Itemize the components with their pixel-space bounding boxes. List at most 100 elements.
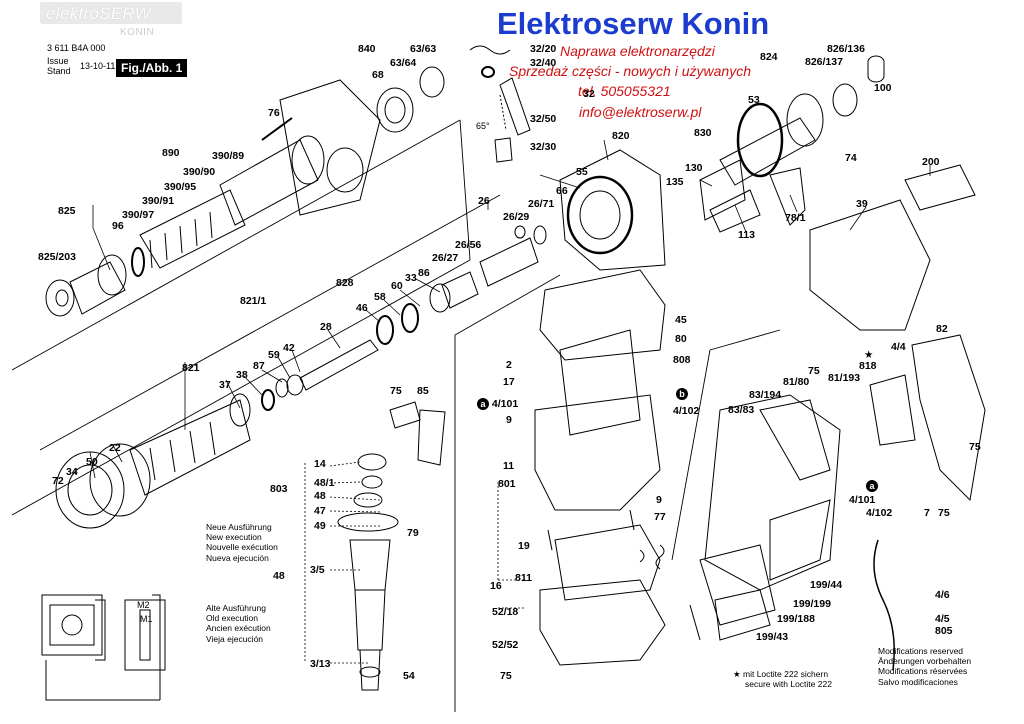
part-label: 130: [685, 162, 703, 174]
part-label: 390/91: [142, 195, 175, 207]
part-label: 826/137: [805, 56, 843, 68]
part-label: 54: [403, 670, 415, 682]
part-label: 830: [694, 127, 712, 139]
star-icon: ★: [733, 669, 741, 679]
part-label: 82: [936, 323, 948, 335]
part-label: 83/83: [728, 404, 755, 416]
part-label: 3/5: [310, 564, 325, 576]
part-label: 81/193: [828, 372, 861, 384]
part-label: 390/97: [122, 209, 155, 221]
callout-a-right: a: [866, 480, 878, 492]
part-label: 26/71: [528, 198, 555, 210]
gear-housing: [469, 45, 666, 271]
part-label: 17: [503, 376, 515, 388]
part-label: 828: [336, 277, 354, 289]
rear-handle: [689, 164, 986, 671]
part-label: 33: [405, 272, 417, 284]
part-label: 805: [935, 625, 953, 637]
part-label: 26: [478, 195, 490, 207]
part-label: 820: [612, 130, 630, 142]
part-label: 59: [268, 349, 280, 361]
part-label: 81/80: [783, 376, 810, 388]
part-label: 42: [283, 342, 295, 354]
part-label: 26/29: [503, 211, 530, 223]
legend-line: Old execution: [206, 613, 258, 624]
part-label: 390/95: [164, 181, 197, 193]
part-label: 818: [859, 360, 877, 372]
part-label: 46: [356, 302, 368, 314]
figure-label: Fig./Abb. 1: [116, 59, 188, 77]
part-label: 74: [845, 152, 857, 164]
part-label: 821: [182, 362, 200, 374]
legend-line: Nouvelle exécution: [206, 542, 278, 553]
part-label: 45: [675, 314, 687, 326]
part-label: 39: [856, 198, 868, 210]
part-label: 4/5: [935, 613, 950, 625]
angle-label: 65°: [476, 121, 490, 131]
legend-line: Alte Ausführung: [206, 603, 267, 613]
part-label: 77: [654, 511, 666, 523]
modifications-line: Modifications réservées: [878, 666, 968, 677]
overlay-line-3: tel. 505055321: [578, 83, 671, 99]
part-label: 48: [273, 570, 285, 582]
part-label: 34: [66, 466, 78, 478]
part-label: 199/188: [777, 613, 815, 625]
armature: [337, 401, 446, 691]
chuck-assembly: [45, 66, 445, 317]
legend-line: New execution: [206, 532, 262, 543]
part-label: 32: [583, 88, 595, 100]
part-label: 47: [314, 505, 326, 517]
part-label: 87: [253, 360, 265, 372]
part-label: 4/6: [935, 589, 950, 601]
part-label: 19: [518, 540, 530, 552]
part-label: 83/194: [749, 389, 782, 401]
part-label: 52/18: [492, 606, 519, 618]
schematic-label-m2: M2: [137, 600, 150, 610]
part-label: 4/101: [491, 398, 519, 410]
callout-b: b: [676, 388, 688, 400]
part-label: 38: [236, 369, 248, 381]
stand-label: Stand: [47, 66, 71, 76]
part-label: 113: [738, 229, 755, 241]
part-label: 14: [314, 458, 326, 470]
loctite-line: secure with Loctite 222: [745, 679, 832, 690]
watermark-logo: elektroSERW: [40, 2, 182, 24]
part-label: 7: [924, 507, 930, 519]
modifications-line: Salvo modificaciones: [878, 676, 958, 687]
legend-line: Vieja ejecución: [206, 633, 264, 644]
part-label: 96: [112, 220, 124, 232]
gear-rotor: [699, 55, 885, 233]
loctite-line: ★ mit Loctite 222 sichern: [733, 669, 832, 679]
part-label: 100: [874, 82, 892, 94]
loctite-text: mit Loctite 222 sichern: [743, 669, 829, 679]
part-label: 50: [86, 456, 98, 468]
overlay-line-1: Naprawa elektronarzędzi: [560, 43, 715, 59]
part-label: 49: [314, 520, 326, 532]
part-label: 824: [760, 51, 778, 63]
part-label: 9: [656, 494, 662, 506]
part-label: 32/30: [530, 141, 557, 153]
overlay-line-4: info@elektroserw.pl: [579, 104, 702, 120]
part-label: 825/203: [38, 251, 76, 263]
part-label: 68: [372, 69, 384, 81]
part-label: 808: [673, 354, 691, 366]
part-label: 66: [556, 185, 568, 197]
part-label: 390/90: [183, 166, 216, 178]
part-label: 32/40: [530, 57, 557, 69]
part-label: 2: [506, 359, 512, 371]
part-label: 53: [748, 94, 760, 106]
part-label: 4/102: [866, 507, 893, 519]
modifications-line: Modifications reserved: [878, 646, 964, 656]
part-label: 72: [52, 475, 64, 487]
new-execution-legend: Neue Ausführung New execution Nouvelle e…: [206, 522, 278, 563]
part-label: 76: [268, 107, 280, 119]
part-label: 80: [675, 333, 687, 345]
part-label: 135: [666, 176, 684, 188]
part-label: 85: [417, 385, 429, 397]
issue-date: 13-10-11: [80, 61, 116, 71]
part-label: 4/101: [849, 494, 876, 506]
part-label: 11: [503, 460, 515, 472]
part-label: 22: [109, 442, 121, 454]
